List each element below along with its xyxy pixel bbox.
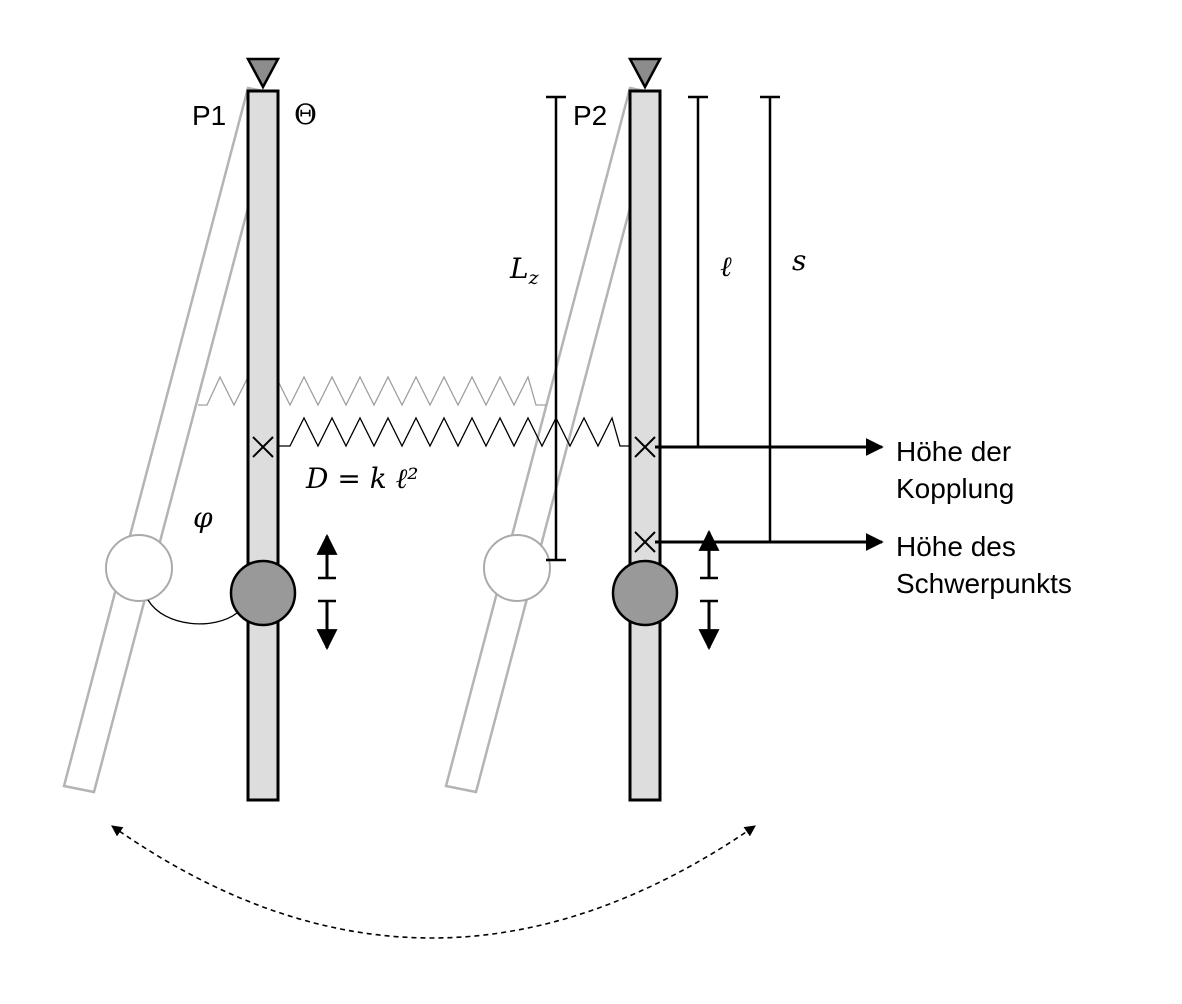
dimension-l [688, 95, 708, 449]
coupling-height-caption-line2: Kopplung [896, 473, 1014, 504]
pendulum2-coupling-point-icon [634, 436, 656, 458]
pendulum1-coupling-point-icon [252, 436, 274, 458]
pendulum2-mass-adjust-arrows [698, 529, 720, 651]
pendulum1-pivot-icon [245, 57, 281, 90]
angle-phi-arc [147, 599, 238, 625]
pendulum2-mass[interactable] [611, 559, 679, 627]
pendulum2-deflected-mass [483, 534, 551, 602]
length-s-label: s [792, 244, 806, 277]
pendulum1-rod [246, 89, 280, 802]
pendulum2-pivot-icon [627, 57, 663, 90]
pendulum1-mass[interactable] [229, 559, 297, 627]
cog-height-caption-line2: Schwerpunkts [896, 568, 1072, 599]
theta-label: Θ [294, 98, 317, 131]
pendulum2-label: P2 [573, 100, 607, 131]
dimension-lz [546, 95, 566, 562]
pendulum1-label: P1 [192, 100, 226, 131]
swing-motion-arc [111, 825, 756, 939]
spring-constant-label: D = k ℓ² [305, 462, 418, 495]
length-l-label: ℓ [720, 250, 732, 283]
angle-phi-label: φ [193, 501, 213, 534]
pendulum1-deflected-mass [105, 534, 173, 602]
pendulum1-mass-adjust-arrows [316, 533, 338, 651]
pendulum1-deflected-rod [62, 86, 280, 794]
dimension-s [760, 95, 780, 544]
pendulum2-deflected-rod [444, 86, 662, 794]
coupling-height-caption-line1: Höhe der [896, 436, 1011, 467]
cog-height-caption-line1: Höhe des [896, 531, 1016, 562]
length-lz-main: L [509, 252, 529, 285]
length-lz-subscript: z [528, 267, 540, 289]
coupling-spring [278, 416, 630, 448]
pendulum2-center-of-gravity-icon [634, 531, 656, 553]
length-lz-label: Lz [509, 252, 540, 289]
